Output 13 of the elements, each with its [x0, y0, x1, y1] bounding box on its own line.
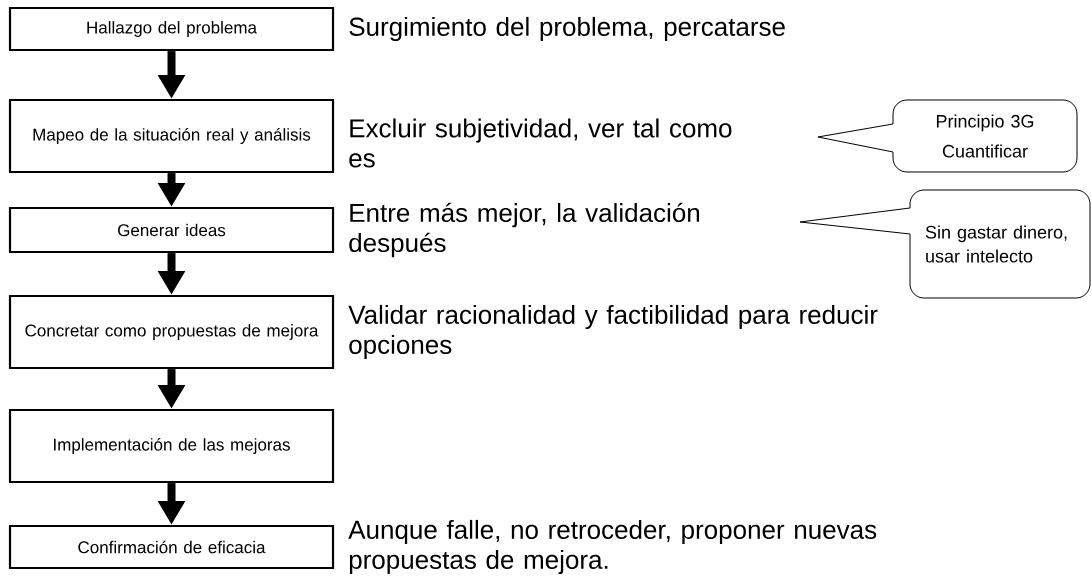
description-text: Excluir subjetividad, ver tal como es: [349, 118, 732, 168]
description-text: Surgimiento del problema, percatarse: [349, 16, 785, 42]
process-box: Mapeo de la situación real y análisis: [8, 98, 335, 174]
process-box: Concretar como propuestas de mejora: [8, 294, 335, 370]
description-text: Entre más mejor, la validación después: [349, 202, 700, 258]
process-box: Generar ideas: [8, 206, 335, 254]
process-box: Hallazgo del problema: [8, 6, 335, 52]
process-box: Confirmación de eficacia: [8, 524, 335, 570]
speech-bubble: Sin gastar dinero, usar intelecto: [799, 189, 1091, 299]
process-box: Implementación de las mejoras: [8, 408, 335, 484]
description-text: Validar racionalidad y factibilidad para reducir opciones: [348, 304, 878, 360]
speech-bubble: Principio 3G Cuantificar: [817, 99, 1078, 173]
description-text: Aunque falle, no retroceder, proponer nuevas propuestas de mejora.: [348, 519, 877, 575]
